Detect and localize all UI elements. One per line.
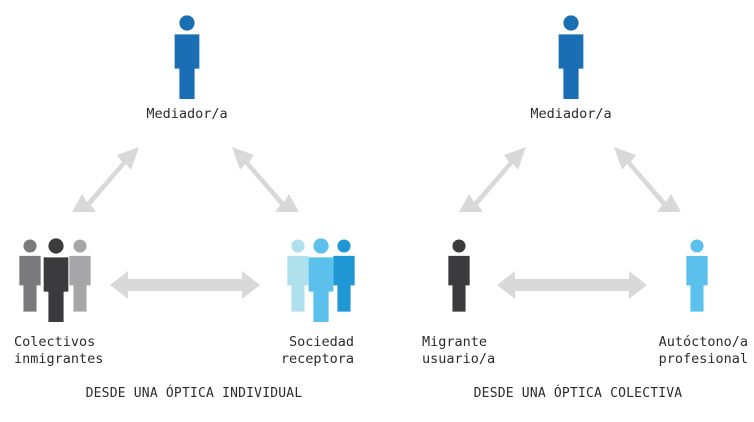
- migrant-user-label: Migrante usuario/a: [422, 334, 495, 368]
- double-arrow-icon: [110, 271, 260, 299]
- mediator-person-icon: [558, 15, 584, 99]
- mediator-person-icon: [174, 15, 200, 99]
- double-arrow-icon: [614, 147, 681, 212]
- double-arrow-icon: [72, 147, 139, 212]
- label-line: Autóctono/a: [658, 334, 748, 350]
- migrant-person-icon: [448, 239, 470, 312]
- native-professional-label: Autóctono/a profesional: [620, 334, 748, 368]
- label-line: Sociedad: [288, 334, 354, 350]
- group-of-people-icon: [19, 238, 91, 322]
- double-arrow-icon: [232, 147, 299, 212]
- caption-individual: DESDE UNA ÓPTICA INDIVIDUAL: [85, 386, 303, 401]
- label-line: usuario/a: [422, 351, 496, 367]
- left-diagram: [19, 15, 355, 322]
- double-arrow-icon: [459, 147, 526, 212]
- host-society-label: Sociedad receptora: [262, 334, 354, 368]
- immigrant-collectives-label: Colectivos inmigrantes: [14, 334, 103, 368]
- right-diagram: [448, 15, 708, 312]
- mediator-label-right: Mediador/a: [530, 106, 612, 122]
- group-of-people-icon: [287, 238, 355, 322]
- label-line: Migrante: [422, 334, 488, 350]
- label-line: receptora: [280, 351, 354, 367]
- double-arrow-icon: [497, 271, 647, 299]
- label-line: inmigrantes: [14, 351, 104, 367]
- native-person-icon: [686, 239, 708, 312]
- label-line: profesional: [658, 351, 748, 367]
- label-line: Colectivos: [14, 334, 96, 350]
- caption-collective: DESDE UNA ÓPTICA COLECTIVA: [473, 386, 683, 401]
- mediator-label-left: Mediador/a: [146, 106, 228, 122]
